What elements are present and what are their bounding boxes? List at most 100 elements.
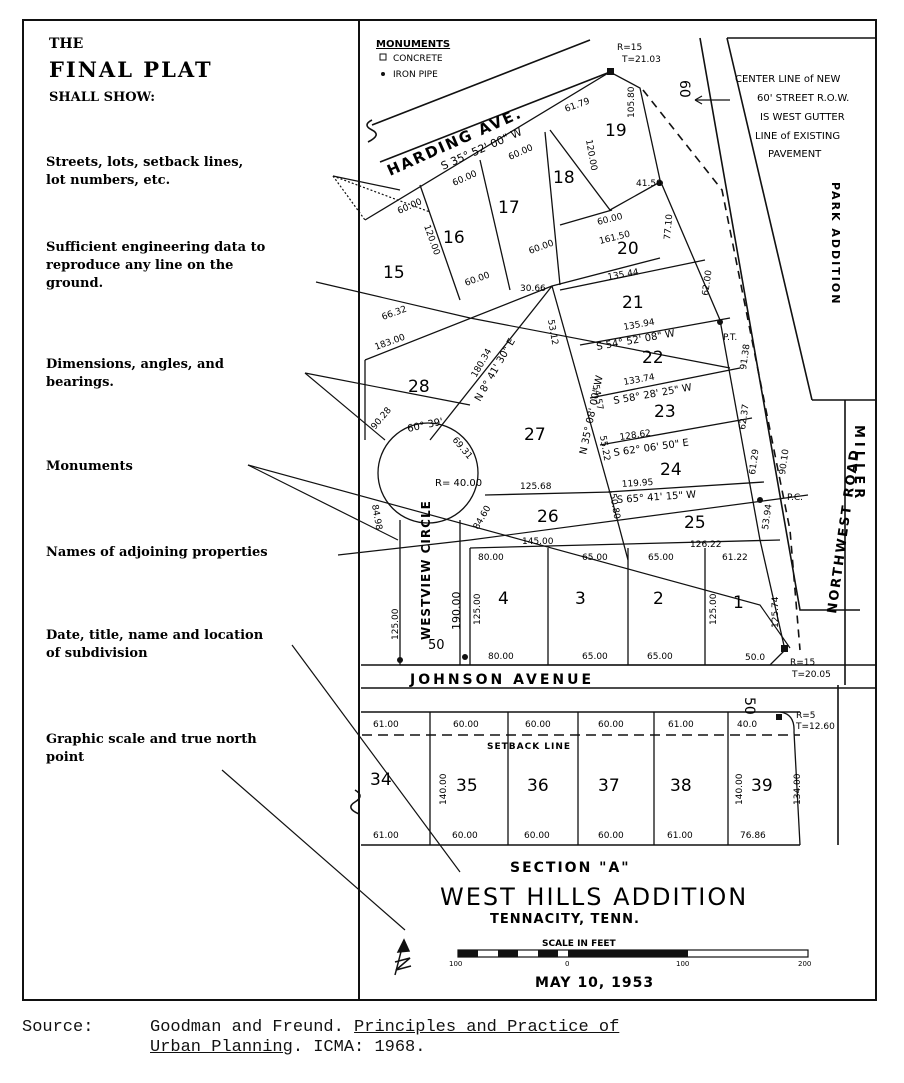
scale-tick-100b: 100: [676, 960, 689, 968]
dim-5522: 55.22: [597, 435, 611, 462]
dim-35-north: 60.00: [453, 720, 479, 730]
dim-20-north: 41.50: [636, 179, 662, 189]
dim-34-north: 61.00: [373, 720, 399, 730]
note-line-2: 60' STREET R.O.W.: [757, 93, 849, 104]
pavement-west: [699, 37, 860, 611]
dim-38-north: 61.00: [668, 720, 694, 730]
setback-line-label: SETBACK LINE: [487, 742, 571, 752]
plat-date: MAY 10, 1953: [535, 975, 654, 991]
lot-28: 28: [408, 377, 430, 397]
leader-monument-b: [247, 464, 791, 649]
lot-3: 3: [575, 589, 586, 609]
graphic-scale: [457, 949, 809, 958]
dim-1-north: 61.22: [722, 553, 748, 563]
harding-edge-b: [379, 71, 611, 163]
scale-tick-200: 200: [798, 960, 811, 968]
item-7-line1: Graphic scale and true north: [46, 732, 257, 747]
lot-25: 25: [684, 513, 706, 533]
dim-19-east: 105.80: [627, 86, 637, 118]
dim-9138: 91.38: [739, 343, 753, 370]
dim-9010: 90.10: [778, 448, 792, 475]
dim-36-south: 60.00: [524, 831, 550, 841]
source-authors: Goodman and Freund.: [150, 1018, 344, 1037]
lot-16-17: [479, 159, 511, 291]
item-6-line2: of subdivision: [46, 646, 148, 661]
item-3-line2: bearings.: [46, 375, 114, 390]
dim-3066: 30.66: [520, 284, 546, 294]
leader-adjoining: [337, 494, 809, 556]
lot-27-28: [429, 285, 553, 441]
note-line-3: IS WEST GUTTER: [760, 112, 845, 123]
item-1-line2: lot numbers, etc.: [46, 173, 170, 188]
dim-3-south: 65.00: [582, 652, 608, 662]
right-stack-rear: [551, 285, 629, 561]
dim-37-south: 60.00: [598, 831, 624, 841]
item-3-line1: Dimensions, angles, and: [46, 357, 224, 372]
dim-60-road: 60: [676, 80, 692, 98]
north-arrow-icon: [394, 938, 412, 976]
dim-140-35: 140.00: [439, 773, 449, 805]
lot-22: 22: [642, 348, 664, 368]
legend-concrete: CONCRETE: [393, 54, 443, 64]
legend-iron: IRON PIPE: [393, 70, 438, 80]
dim-1-south: 50.0: [745, 653, 765, 663]
dim-50-circle: 50: [428, 638, 445, 653]
concrete-symbol: [379, 53, 387, 61]
iron-pipe-symbol: [381, 72, 385, 76]
leader-monument-a: [247, 464, 399, 541]
section-label: SECTION "A": [510, 860, 631, 876]
dim-2-north: 65.00: [648, 553, 674, 563]
westview-circle-label: WESTVIEW CIRCLE: [419, 500, 433, 640]
lot-38: 38: [670, 776, 692, 796]
item-4-line1: Monuments: [46, 459, 133, 474]
lot-26: 26: [537, 507, 559, 527]
westview-circle: [377, 422, 479, 524]
monument-iron-pipe: [757, 497, 763, 503]
dim-125-circle: 125.00: [391, 608, 401, 640]
dim-25-north: 119.95: [622, 478, 654, 490]
plat-border: [22, 19, 877, 1001]
lot-37: 37: [598, 776, 620, 796]
lot-22-23: [589, 367, 741, 399]
lot-36: 36: [527, 776, 549, 796]
lot-24: 24: [660, 460, 682, 480]
lot-35: 35: [456, 776, 478, 796]
scale-label: SCALE IN FEET: [542, 939, 617, 949]
lower-break: [350, 789, 361, 815]
dim-5312: 53.12: [545, 319, 559, 346]
lot-24-25: [607, 481, 765, 493]
item-6-line1: Date, title, name and location: [46, 628, 264, 643]
dim-8498: 84.98: [369, 504, 383, 531]
lot-18: 18: [553, 168, 575, 188]
leader-scale: [221, 769, 406, 931]
source-citation: Source:Goodman and Freund. Principles an…: [22, 1018, 882, 1058]
monument-legend: MONUMENTS CONCRETE IRON PIPE: [376, 39, 450, 80]
harding-edge-a: [371, 39, 591, 126]
source-book-1: Principles and Practice of: [354, 1018, 620, 1037]
curve-r5: R=5: [796, 711, 816, 721]
note-arrowhead: [694, 95, 703, 105]
scale-seg: [568, 950, 688, 957]
dim-125-lot1: 125.00: [709, 593, 719, 625]
source-book-2: Urban Planning: [150, 1038, 293, 1057]
item-2-line2: reproduce any line on the: [46, 258, 233, 273]
pt-label: P.T.: [723, 333, 737, 343]
item-5-line1: Names of adjoining properties: [46, 545, 268, 560]
lot-15-16: [419, 184, 461, 301]
dim-6129: 61.29: [748, 448, 762, 475]
scale-seg: [458, 950, 478, 957]
monument-iron-pipe: [462, 654, 468, 660]
subdivision-name: WEST HILLS ADDITION: [440, 883, 748, 911]
pavement-east: [726, 37, 813, 401]
item-2-line3: ground.: [46, 276, 103, 291]
dim-26-south: 145.00: [522, 537, 554, 547]
note-line-4: LINE of EXISTING: [755, 131, 840, 142]
dim-25-south: 126.22: [690, 540, 722, 550]
panel-title-main: FINAL PLAT: [49, 57, 213, 82]
dim-38-south: 61.00: [667, 831, 693, 841]
pc-label: P.C.: [787, 493, 803, 503]
item-7-line2: point: [46, 750, 84, 765]
item-2-line1: Sufficient engineering data to: [46, 240, 266, 255]
lot-20-21: [559, 259, 706, 291]
curve-t5: T=12.60: [795, 722, 835, 732]
